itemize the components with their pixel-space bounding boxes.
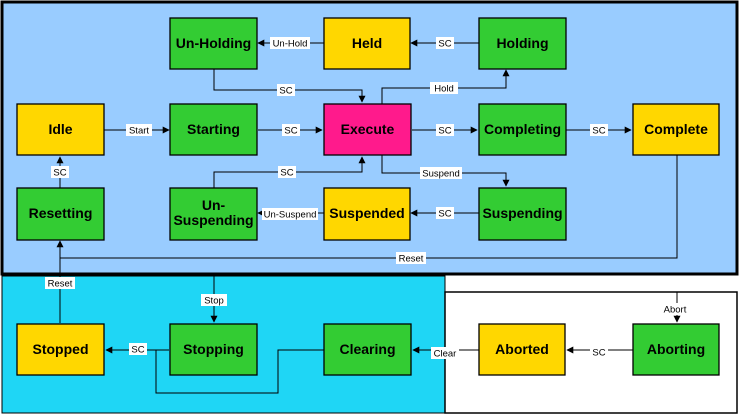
edge-label-unholding-execute: SC xyxy=(277,84,295,97)
svg-text:Reset: Reset xyxy=(399,254,424,265)
edge-label-aborting-aborted: SC xyxy=(590,346,608,359)
state-label-stopping: Stopping xyxy=(183,341,244,357)
svg-text:SC: SC xyxy=(280,168,293,179)
state-held[interactable]: Held xyxy=(323,17,411,70)
svg-text:Hold: Hold xyxy=(434,84,454,95)
svg-text:Un-Hold: Un-Hold xyxy=(273,39,308,50)
svg-text:Abort: Abort xyxy=(664,305,687,316)
state-label-stopped: Stopped xyxy=(33,341,89,357)
state-label-held: Held xyxy=(352,35,382,51)
edge-label-stopped-resetting: Reset xyxy=(45,277,75,290)
edge-label-starting-execute: SC xyxy=(282,124,300,137)
state-label-starting: Starting xyxy=(187,121,240,137)
state-un-suspending[interactable]: Un-Suspending xyxy=(169,187,258,241)
svg-text:Reset: Reset xyxy=(48,279,73,290)
edge-label-resetting-idle: SC xyxy=(51,166,69,179)
svg-text:Suspend: Suspend xyxy=(422,169,460,180)
edge-label-execute-completing: SC xyxy=(436,124,454,137)
state-label-un-suspending: Un-Suspending xyxy=(173,197,253,228)
edge-labels: SC Un-Hold SC Hold Start SC SC SC SC SC … xyxy=(45,37,690,360)
edge-label-completing-complete: SC xyxy=(590,124,608,137)
edge-label-held-unholding: Un-Hold xyxy=(270,37,310,50)
svg-text:SC: SC xyxy=(279,86,292,97)
state-idle[interactable]: Idle xyxy=(16,103,105,156)
svg-text:Clear: Clear xyxy=(434,349,457,360)
edge-label-suspending-suspended: SC xyxy=(436,207,454,220)
state-un-holding[interactable]: Un-Holding xyxy=(169,17,258,70)
state-label-resetting: Resetting xyxy=(29,205,93,221)
state-clearing[interactable]: Clearing xyxy=(323,323,412,376)
state-stopped[interactable]: Stopped xyxy=(16,323,105,376)
svg-text:SC: SC xyxy=(53,168,66,179)
svg-text:Un-Suspend: Un-Suspend xyxy=(264,210,317,221)
edge-label-unsuspending-execute: SC xyxy=(278,166,296,179)
state-suspending[interactable]: Suspending xyxy=(478,187,567,241)
svg-text:SC: SC xyxy=(592,348,605,359)
states: Un-Holding Held Holding Idle Starting Ex… xyxy=(16,17,720,376)
svg-text:SC: SC xyxy=(592,126,605,137)
state-label-un-holding: Un-Holding xyxy=(176,35,251,51)
edge-label-aborted-clearing: Clear xyxy=(431,347,459,360)
svg-text:SC: SC xyxy=(284,126,297,137)
state-execute[interactable]: Execute xyxy=(323,103,412,156)
edge-clearing-stopping xyxy=(155,349,324,394)
svg-text:SC: SC xyxy=(438,39,451,50)
state-label-aborting: Aborting xyxy=(647,341,705,357)
state-label-complete: Complete xyxy=(644,121,708,137)
state-completing[interactable]: Completing xyxy=(478,103,567,156)
state-label-idle: Idle xyxy=(48,121,72,137)
edge-label-complete-resetting: Reset xyxy=(396,252,426,265)
state-holding[interactable]: Holding xyxy=(478,17,567,70)
state-label-holding: Holding xyxy=(496,35,548,51)
state-starting[interactable]: Starting xyxy=(169,103,258,156)
edge-label-stopping-stopped: SC xyxy=(129,343,147,356)
svg-text:SC: SC xyxy=(131,345,144,356)
edge-label-suspended-unsuspending: Un-Suspend xyxy=(262,208,318,221)
state-suspended[interactable]: Suspended xyxy=(323,187,411,241)
state-label-clearing: Clearing xyxy=(339,341,395,357)
state-label-completing: Completing xyxy=(484,121,561,137)
edge-label-holding-held: SC xyxy=(436,37,454,50)
svg-text:SC: SC xyxy=(438,209,451,220)
svg-text:Start: Start xyxy=(129,126,149,137)
state-aborted[interactable]: Aborted xyxy=(478,323,566,376)
edge-label-any-aborting: Abort xyxy=(660,303,690,316)
edge-label-execute-holding: Hold xyxy=(430,82,458,95)
state-resetting[interactable]: Resetting xyxy=(16,187,105,241)
edge-label-idle-starting: Start xyxy=(126,124,152,137)
state-complete[interactable]: Complete xyxy=(632,103,720,156)
svg-text:Stop: Stop xyxy=(204,296,224,307)
state-label-suspending: Suspending xyxy=(482,205,562,221)
state-label-aborted: Aborted xyxy=(495,341,549,357)
state-aborting[interactable]: Aborting xyxy=(632,323,720,376)
edge-label-main-stopping: Stop xyxy=(201,294,227,307)
state-label-suspended: Suspended xyxy=(329,205,404,221)
svg-text:SC: SC xyxy=(438,126,451,137)
state-stopping[interactable]: Stopping xyxy=(169,323,258,376)
state-label-execute: Execute xyxy=(341,121,395,137)
edge-label-execute-suspending: Suspend xyxy=(420,167,462,180)
